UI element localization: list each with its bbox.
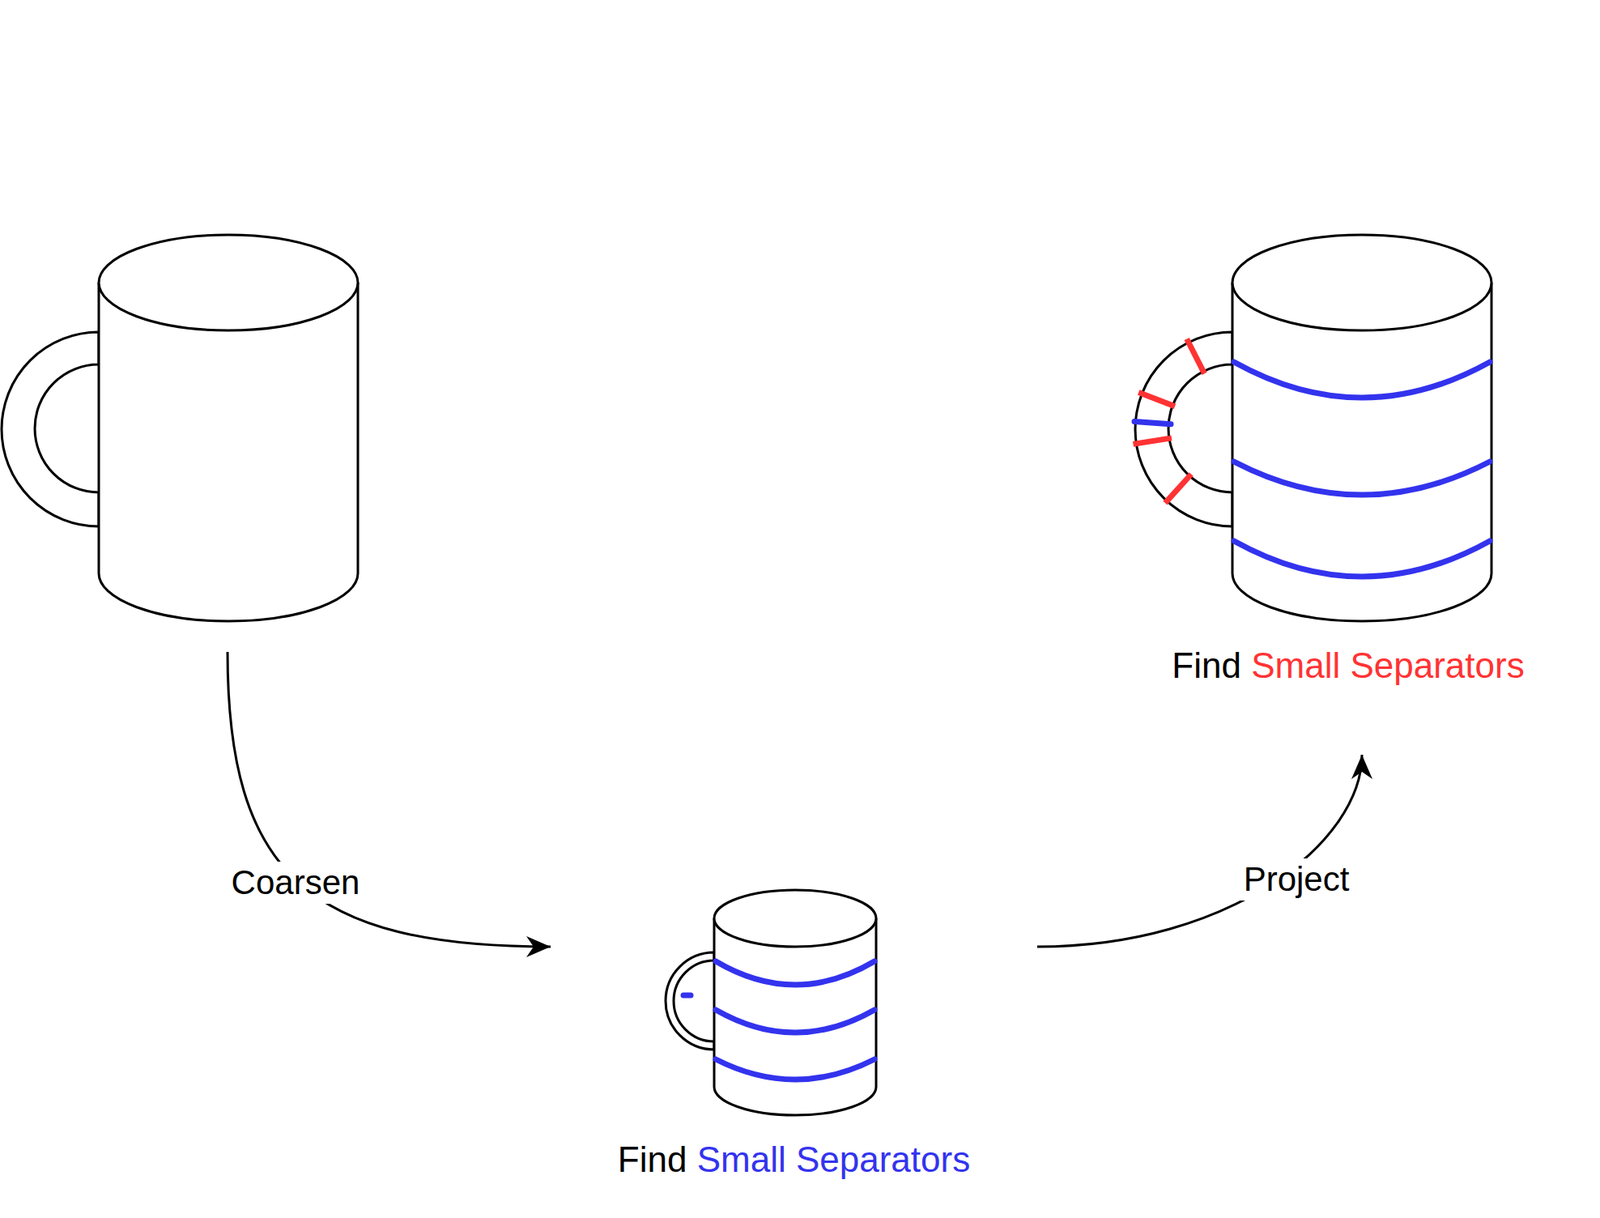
mug-large-projected (1135, 234, 1492, 622)
mug-node (0, 230, 361, 652)
arrow-line (1037, 754, 1362, 947)
arrowhead (526, 936, 551, 958)
caption-row: FindSmall Separators (1129, 645, 1567, 686)
blue-separators (683, 361, 1490, 1080)
separator-caption: Small Separators (697, 1139, 971, 1180)
mug-node: FindSmall Separators (550, 886, 1038, 1191)
mug-large (1, 234, 358, 622)
caption-text: Find (617, 1139, 688, 1180)
arrowhead (1351, 754, 1373, 779)
edge-label: Project (1237, 858, 1357, 901)
curved-arrow (227, 651, 551, 958)
edge-label: Coarsen (225, 861, 367, 904)
mug-node: FindSmall Separators (1129, 230, 1567, 755)
separator-caption: Small Separators (1251, 645, 1524, 686)
mug-small (665, 889, 877, 1115)
caption-row: FindSmall Separators (550, 1139, 1038, 1180)
caption-text: Find (1171, 645, 1242, 686)
curved-arrow (1037, 754, 1373, 947)
red-separators (1133, 339, 1205, 504)
